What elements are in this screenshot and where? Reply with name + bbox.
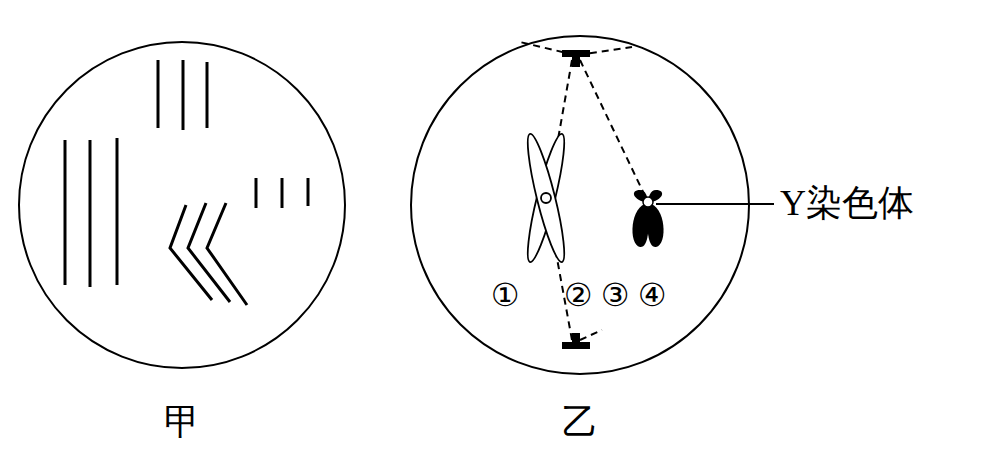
figure-label: 乙 <box>408 403 752 443</box>
callout-number: ③ <box>601 278 630 313</box>
callout-number: ② <box>564 278 593 313</box>
callout-number: ① <box>491 278 520 313</box>
cell-outline <box>15 8 349 453</box>
cell-outline <box>408 5 752 453</box>
callout-number: ④ <box>638 278 667 313</box>
y-chromosome <box>632 190 663 247</box>
figure-label: 甲 <box>15 403 349 443</box>
x-chromosome <box>521 132 570 264</box>
cell-circle: 甲 <box>15 8 349 453</box>
spindle <box>520 42 646 349</box>
chromosome-lines <box>65 60 308 305</box>
cell-circle: 乙 <box>408 5 752 453</box>
structure-label: Y染色体 <box>780 184 914 224</box>
leader-line <box>656 203 774 205</box>
